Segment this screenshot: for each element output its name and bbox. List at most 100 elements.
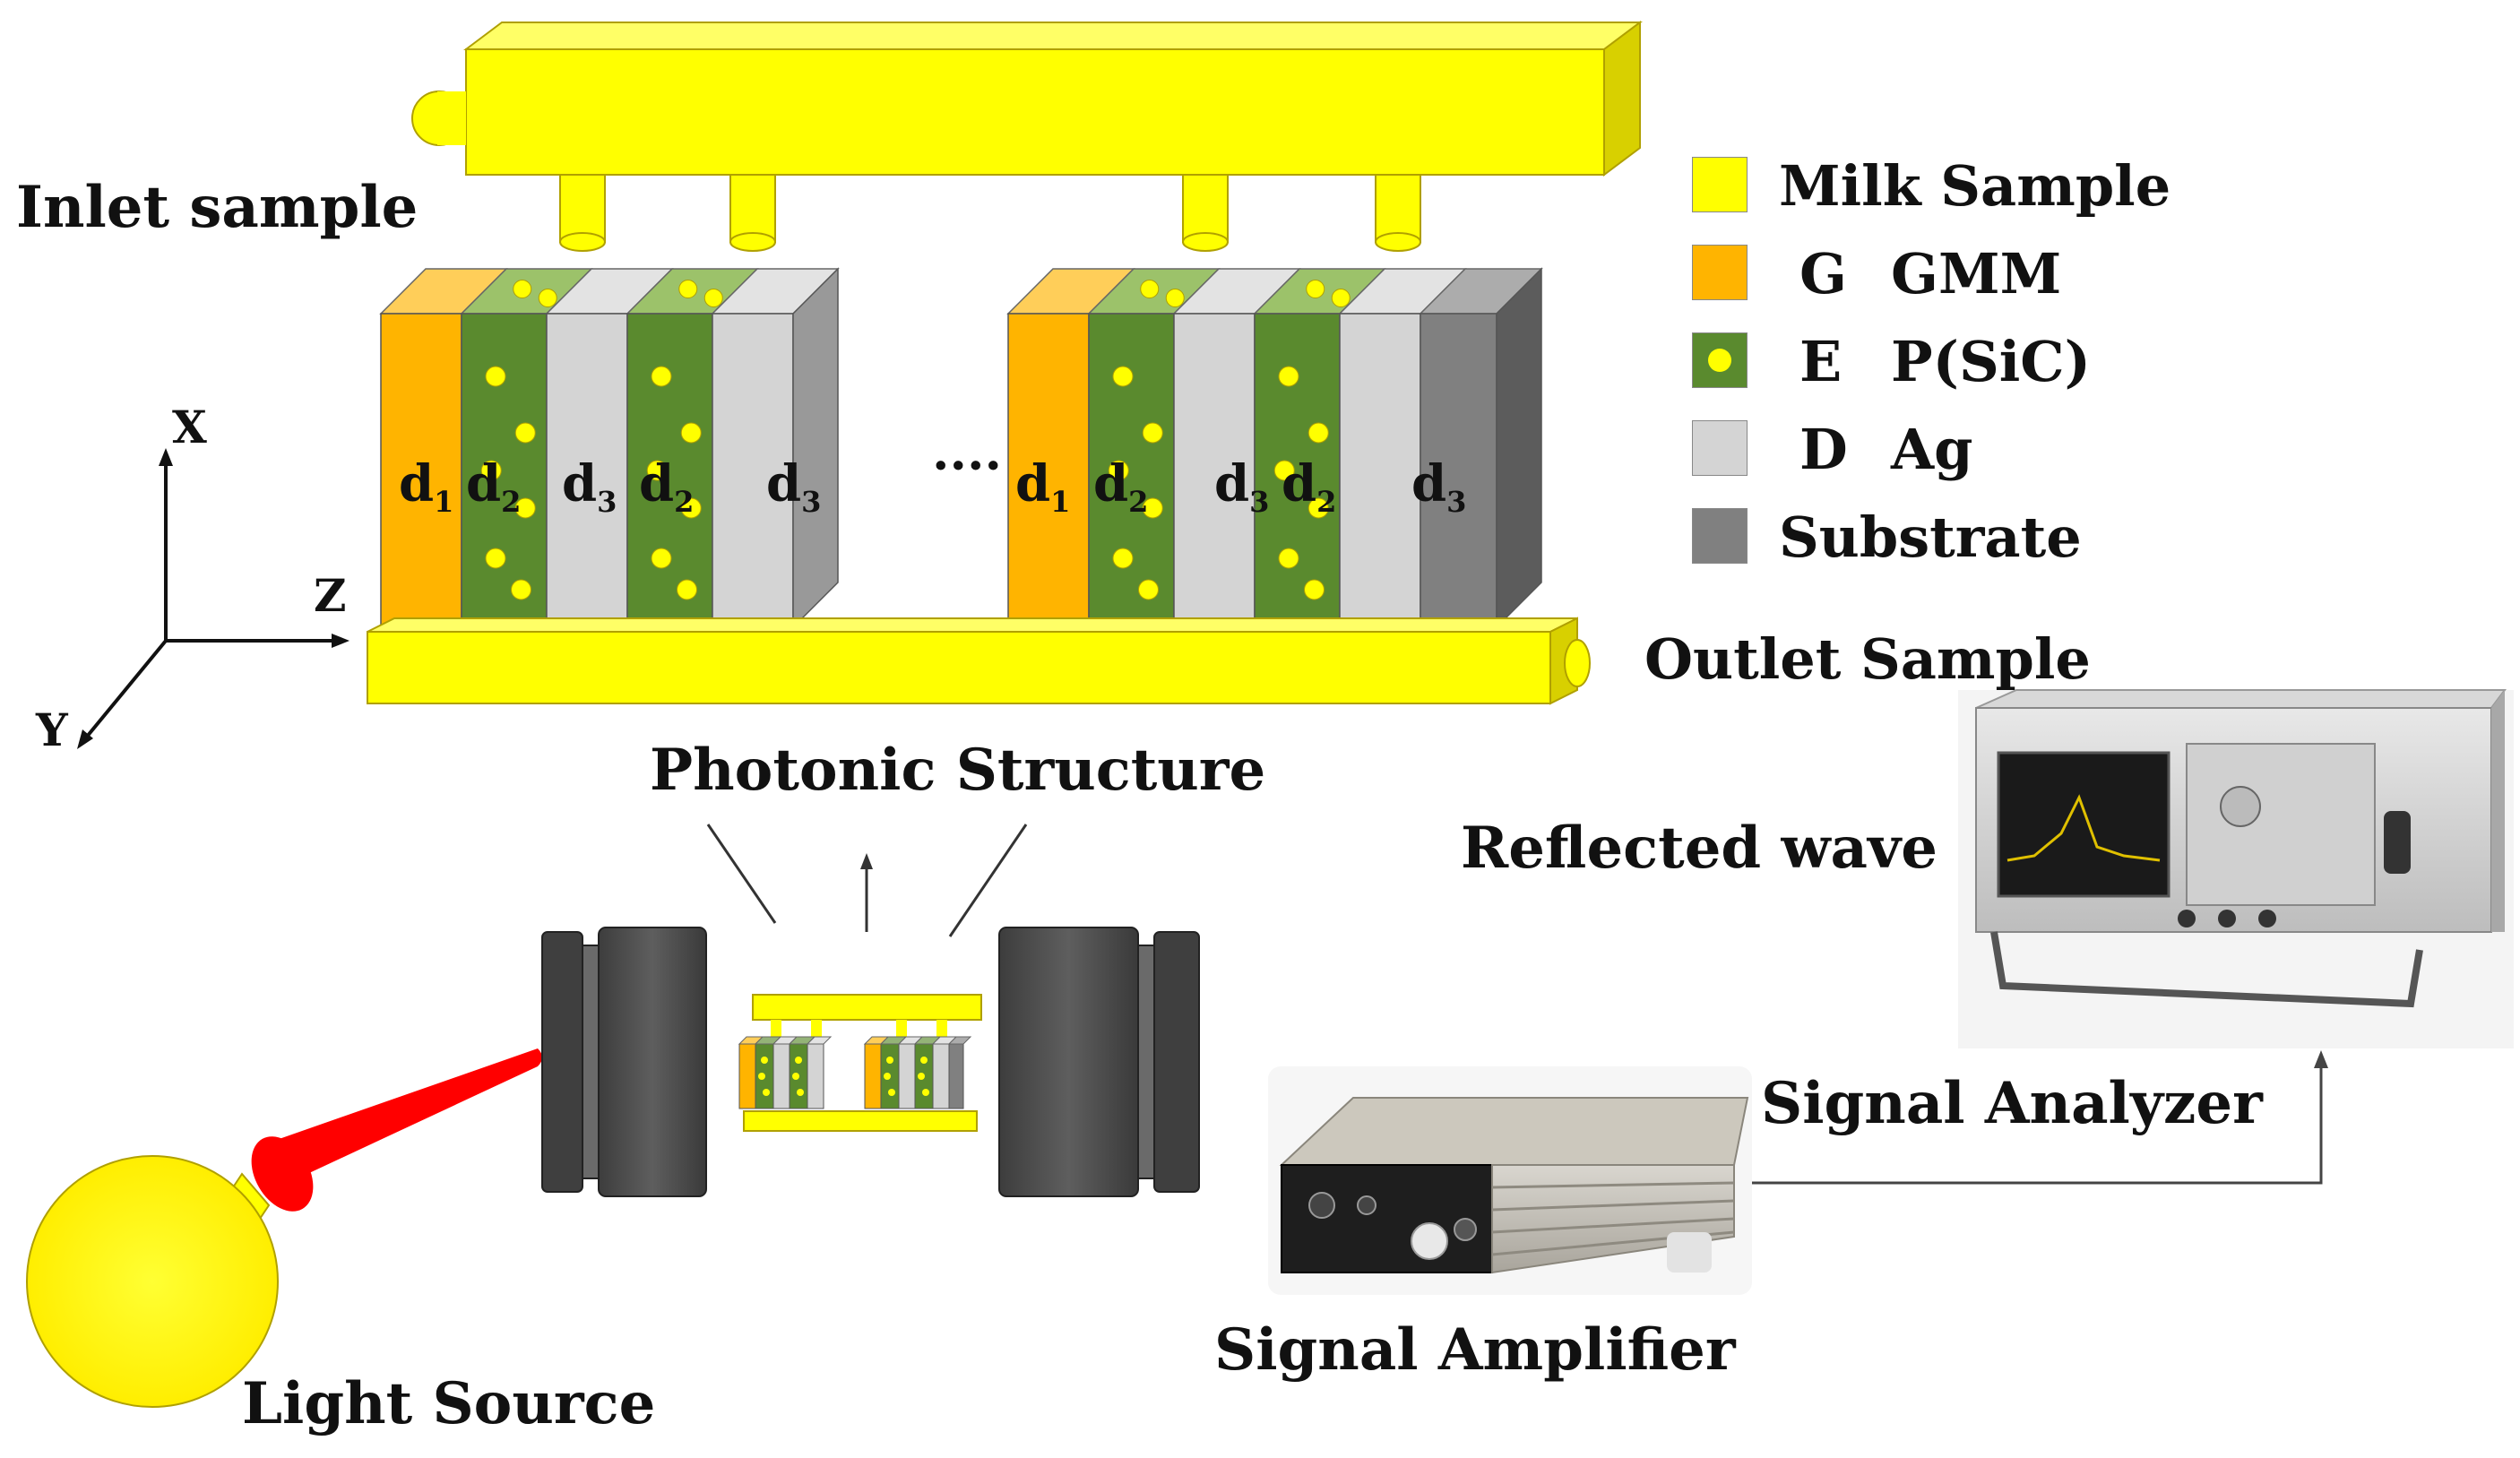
legend-letter-gmm: G [1799, 241, 1847, 306]
layer-index: 2 [1316, 485, 1337, 520]
signal-amplifier [1268, 1066, 1752, 1295]
layer-stack [379, 267, 1543, 629]
amplifier-faceplate [1281, 1164, 1493, 1273]
legend-text-epsic: P(SiC) [1891, 329, 2091, 394]
mini-layer [864, 1043, 882, 1109]
mini-particle [758, 1073, 765, 1080]
amp-jack-icon [1308, 1192, 1335, 1219]
legend-letter-epsic: E [1799, 329, 1843, 394]
axis-z-label: Z [314, 569, 347, 622]
layer-psic [626, 268, 759, 628]
axis-y-label: Y [36, 703, 68, 756]
layer-psic [1253, 268, 1386, 628]
layer-psic [1087, 268, 1221, 628]
layer-symbol: d [399, 454, 435, 513]
analyzer-screen [1997, 751, 2170, 898]
legend-swatch-ag [1692, 420, 1748, 476]
layer-ag [711, 268, 840, 628]
mini-particle [920, 1057, 928, 1064]
mini-particle [792, 1073, 799, 1080]
legend-swatch-milk [1692, 157, 1748, 212]
layer-index: 2 [501, 485, 522, 520]
mini-layer [772, 1043, 790, 1109]
layer-psic [460, 268, 593, 628]
layer-thickness-label: d3 [562, 459, 617, 516]
inlet-pipe [411, 21, 1643, 177]
layer-thickness-label: d1 [1015, 459, 1070, 516]
mini-layer [807, 1043, 824, 1109]
stack-side-face [1496, 267, 1542, 629]
ellipsis-label: ···· [932, 436, 1002, 496]
layer-ag [545, 268, 674, 628]
mini-particle [884, 1073, 891, 1080]
structure-pointers [706, 824, 1028, 937]
legend-letter-ag: D [1799, 417, 1848, 482]
tag-icon [1667, 1232, 1712, 1273]
layer-index: 3 [1446, 485, 1467, 520]
amp-knob-icon [1411, 1222, 1448, 1260]
layer-symbol: d [1214, 454, 1250, 513]
mini-particle [888, 1089, 895, 1096]
signal-connection [1752, 1050, 2328, 1185]
layer-ag [1172, 268, 1301, 628]
layer-thickness-label: d2 [1093, 459, 1148, 516]
left-coupler [541, 927, 707, 1197]
outlet-label: Outlet Sample [1644, 626, 2091, 692]
layer-thickness-label: d3 [1411, 459, 1466, 516]
axis-x-label: X [172, 401, 207, 453]
mini-particle [761, 1057, 768, 1064]
light-beam [251, 1048, 542, 1212]
layer-index: 2 [1128, 485, 1149, 520]
layer-symbol: d [1282, 454, 1317, 513]
layer-symbol: d [639, 454, 675, 513]
layer-symbol: d [466, 454, 502, 513]
coordinate-axes [77, 448, 350, 749]
mini-particle [918, 1073, 925, 1080]
light-source-label: Light Source [242, 1370, 656, 1437]
legend-text-gmm: GMM [1891, 241, 2062, 306]
layer-thickness-label: d2 [639, 459, 694, 516]
inlet-connectors [559, 174, 1421, 252]
mini-particle [922, 1089, 929, 1096]
layer-index: 3 [801, 485, 822, 520]
signal-amplifier-label: Signal Amplifier [1214, 1316, 1736, 1384]
analyzer-keypad [2186, 743, 2376, 906]
mini-layer [738, 1043, 756, 1109]
photonic-structure-label: Photonic Structure [650, 737, 1266, 804]
legend-swatch-gmm [1692, 245, 1748, 300]
signal-analyzer [1958, 689, 2514, 1048]
layer-symbol: d [766, 454, 802, 513]
mini-particle [797, 1089, 804, 1096]
layer-gmm [1006, 268, 1135, 628]
layer-thickness-label: d2 [466, 459, 521, 516]
layer-thickness-label: d3 [766, 459, 821, 516]
mini-particle [795, 1057, 802, 1064]
mini-layer-top [806, 1036, 833, 1045]
legend-text-substrate: Substrate [1779, 505, 2082, 570]
photonic-device [367, 21, 1643, 705]
layer-index: 1 [434, 485, 454, 520]
mini-photonic-structure [738, 994, 982, 1132]
layer-ag [1338, 268, 1467, 628]
mini-layer [898, 1043, 916, 1109]
y-axis [81, 639, 168, 744]
signal-analyzer-label: Signal Analyzer [1761, 1070, 2263, 1137]
particle-icon [1708, 349, 1731, 372]
layer-thickness-label: d2 [1282, 459, 1336, 516]
layer-index: 3 [597, 485, 617, 520]
mini-layer [932, 1043, 950, 1109]
layer-symbol: d [1093, 454, 1129, 513]
reflected-wave-label: Reflected wave [1461, 815, 1937, 882]
legend-text-milk: Milk Sample [1779, 153, 2171, 219]
layer-thickness-label: d1 [399, 459, 453, 516]
right-coupler [998, 927, 1200, 1197]
layer-index: 1 [1050, 485, 1071, 520]
mini-particle [886, 1057, 893, 1064]
bulb-icon [26, 1155, 279, 1408]
layer-thickness-label: d3 [1214, 459, 1269, 516]
layer-index: 2 [674, 485, 695, 520]
inlet-label: Inlet sample [16, 174, 419, 241]
legend-text-ag: Ag [1891, 417, 1973, 482]
